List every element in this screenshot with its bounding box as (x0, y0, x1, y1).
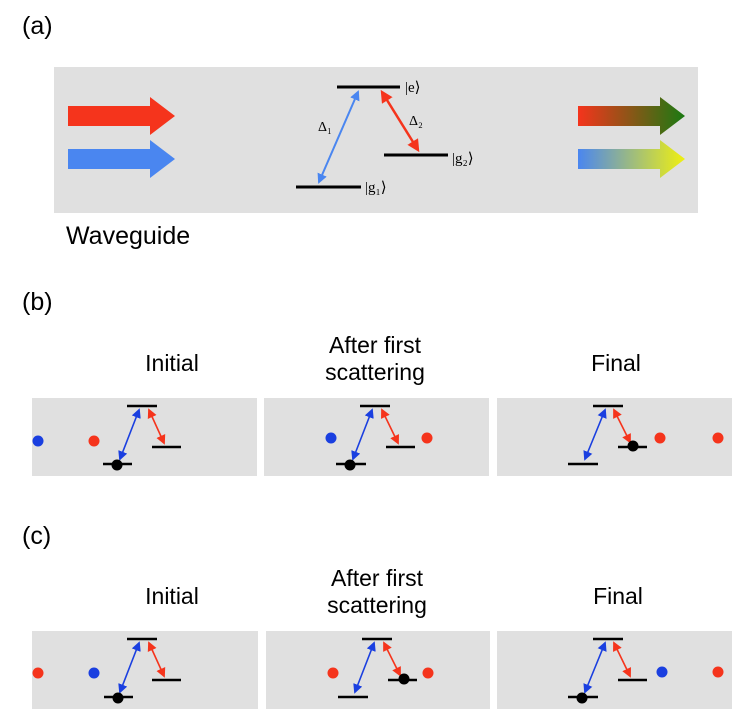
level-g1-ket: |g₁⟩ (365, 180, 387, 196)
panel-b-box-initial (32, 398, 257, 476)
panel-b-label: (b) (22, 288, 53, 316)
panel-b-title-final: Final (591, 350, 641, 376)
level-g2-ket: |g₂⟩ (452, 151, 474, 167)
delta2-label: Δ₂ (409, 114, 423, 129)
panel-a-label: (a) (22, 12, 53, 40)
red-green-output-arrow (578, 97, 685, 135)
panel-c-box-after (266, 631, 490, 709)
panel-c-label: (c) (22, 522, 52, 550)
panel-c-title-initial: Initial (145, 583, 199, 609)
panel-c-title-final: Final (593, 583, 643, 609)
level-e-ket: |e⟩ (405, 80, 421, 96)
panel-b-title-after: After first scattering (325, 332, 425, 385)
panel-b-title-initial: Initial (145, 350, 199, 376)
panel-b-final-scheme (568, 404, 724, 466)
red-input-arrow (68, 97, 175, 135)
panel-c-after-scheme (327, 637, 434, 699)
panel-c-box-initial (32, 631, 258, 709)
waveguide-label: Waveguide (66, 222, 191, 250)
waveguide-box (54, 67, 698, 213)
delta1-label: Δ₁ (318, 120, 332, 135)
blue-input-arrow (68, 140, 175, 178)
panel-c-initial-scheme (32, 637, 181, 704)
panel-c-title-after: After first scattering (327, 565, 427, 618)
delta2-arrow (380, 89, 420, 153)
panel-b-initial-scheme (32, 404, 181, 471)
panel-b-after-scheme (325, 404, 433, 471)
panel-b-box-after (264, 398, 489, 476)
blue-yellow-output-arrow (578, 140, 685, 178)
panel-c-final-scheme (568, 637, 724, 704)
delta1-arrow (317, 90, 360, 184)
